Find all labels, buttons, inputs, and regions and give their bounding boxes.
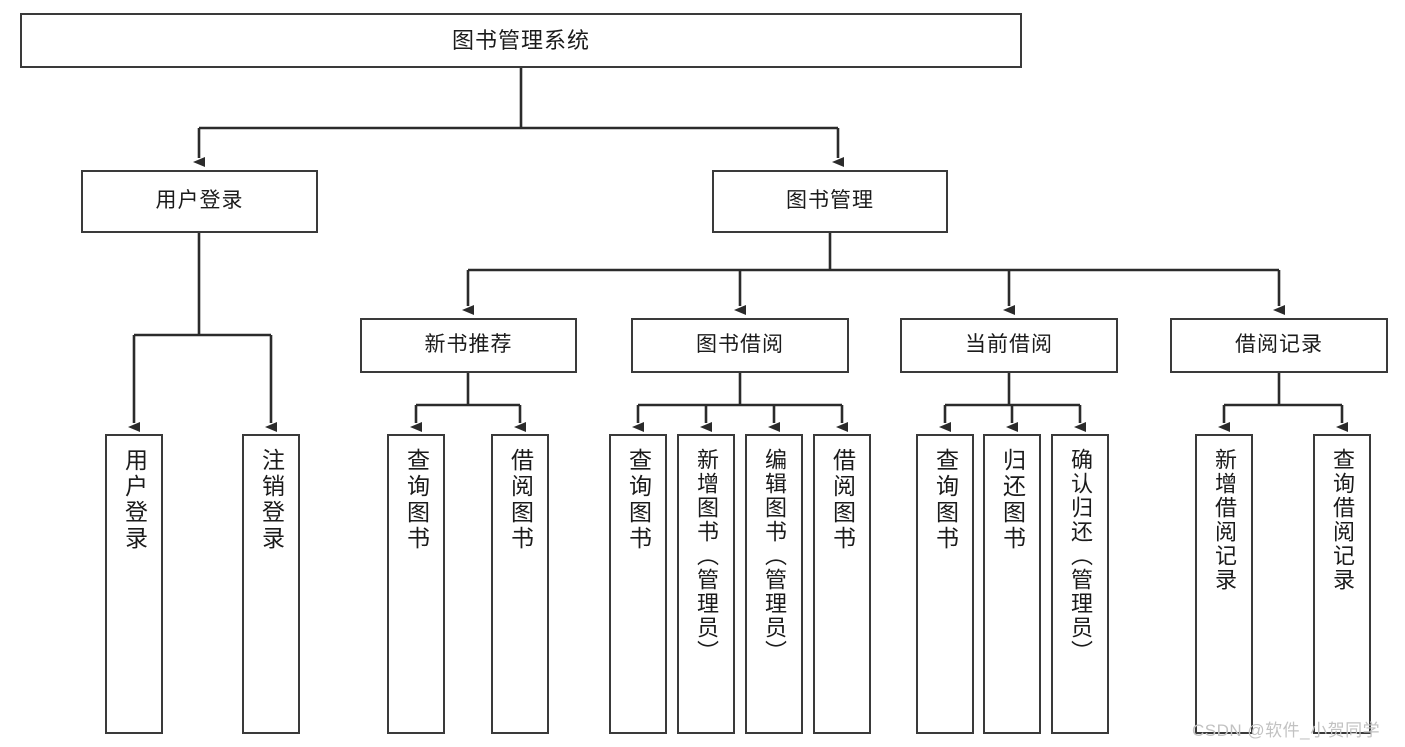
leaf-query-book-3[interactable]: 查询图书 (916, 434, 974, 734)
leaf-return-book[interactable]: 归还图书 (983, 434, 1041, 734)
node-label: 确认归还（管理员） (1068, 448, 1093, 664)
leaf-add-book[interactable]: 新增图书（管理员） (677, 434, 735, 734)
csdn-watermark: CSDN @软件_小贺同学 (1192, 721, 1381, 740)
node-label: 归还图书 (999, 448, 1026, 552)
node-book-management[interactable]: 图书管理 (712, 170, 948, 233)
node-label: 借阅图书 (507, 448, 534, 552)
node-label: 新增图书（管理员） (694, 448, 719, 664)
node-label: 借阅记录 (1235, 333, 1323, 357)
node-label: 用户登录 (155, 189, 244, 213)
node-label: 查询图书 (403, 448, 430, 552)
node-root-system[interactable]: 图书管理系统 (20, 13, 1022, 68)
node-label: 查询借阅记录 (1330, 448, 1355, 592)
node-label: 借阅图书 (829, 448, 856, 552)
node-label: 编辑图书（管理员） (762, 448, 787, 664)
leaf-query-record[interactable]: 查询借阅记录 (1313, 434, 1371, 734)
node-label: 当前借阅 (965, 333, 1053, 357)
leaf-query-book-1[interactable]: 查询图书 (387, 434, 445, 734)
node-label: 新书推荐 (424, 333, 513, 357)
node-new-book-recommend[interactable]: 新书推荐 (360, 318, 577, 373)
leaf-confirm-return[interactable]: 确认归还（管理员） (1051, 434, 1109, 734)
node-current-borrow[interactable]: 当前借阅 (900, 318, 1118, 373)
leaf-logout-login[interactable]: 注销登录 (242, 434, 300, 734)
node-label: 图书借阅 (696, 333, 784, 357)
leaf-edit-book[interactable]: 编辑图书（管理员） (745, 434, 803, 734)
node-label: 图书管理 (786, 189, 874, 213)
node-label: 注销登录 (258, 448, 285, 552)
leaf-add-record[interactable]: 新增借阅记录 (1195, 434, 1253, 734)
node-label: 查询图书 (625, 448, 652, 552)
leaf-borrow-book-1[interactable]: 借阅图书 (491, 434, 549, 734)
node-borrow-record[interactable]: 借阅记录 (1170, 318, 1388, 373)
node-user-login[interactable]: 用户登录 (81, 170, 318, 233)
node-label: 用户登录 (121, 448, 148, 552)
node-book-borrow[interactable]: 图书借阅 (631, 318, 849, 373)
node-label: 图书管理系统 (451, 27, 590, 53)
leaf-user-login[interactable]: 用户登录 (105, 434, 163, 734)
leaf-query-book-2[interactable]: 查询图书 (609, 434, 667, 734)
node-label: 查询图书 (932, 448, 959, 552)
leaf-borrow-book-2[interactable]: 借阅图书 (813, 434, 871, 734)
node-label: 新增借阅记录 (1212, 448, 1237, 592)
